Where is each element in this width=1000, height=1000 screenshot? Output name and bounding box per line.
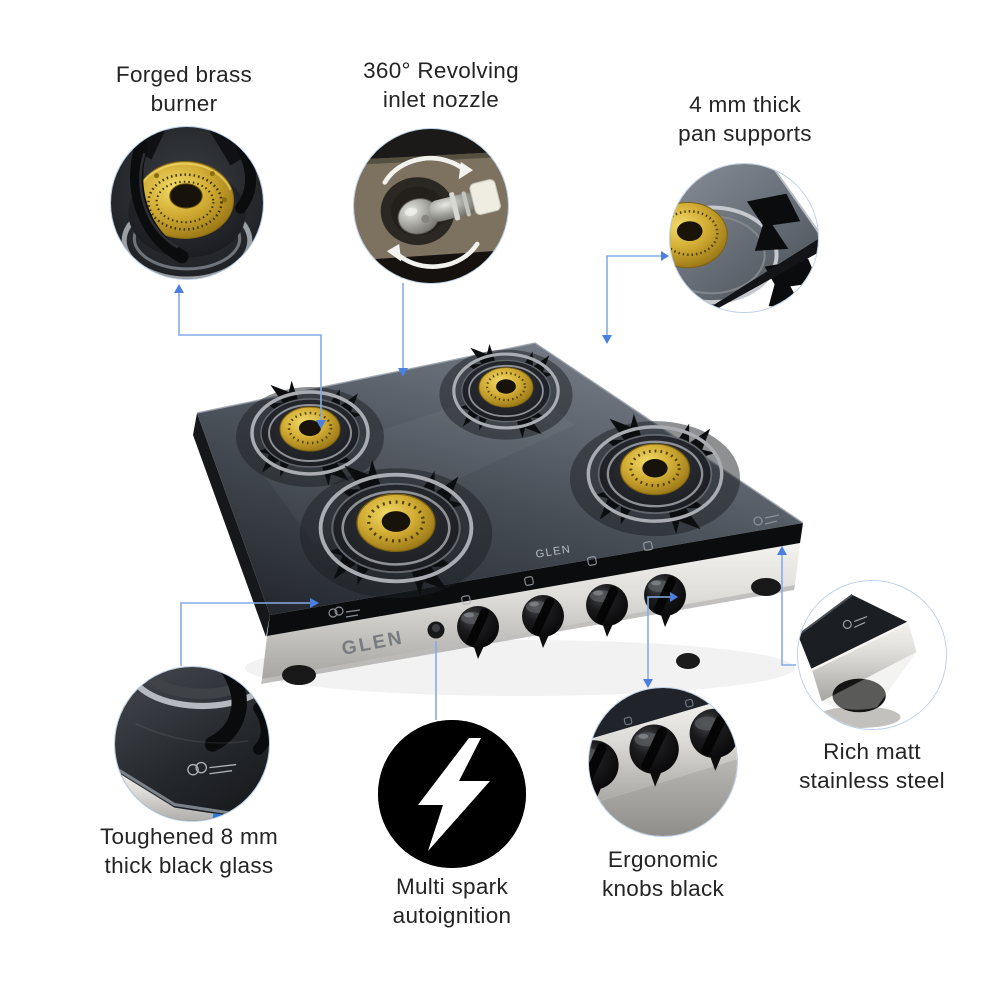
callout-lines	[174, 251, 796, 720]
callout-forged-brass-burner	[174, 284, 326, 429]
feature-label-line1: 360° Revolving	[363, 58, 519, 83]
feature-label-line2: thick black glass	[104, 853, 274, 878]
burner-back-right	[439, 336, 573, 446]
lightning-bolt-icon	[378, 720, 526, 868]
burner-front-left	[299, 448, 493, 608]
control-knob-1	[457, 606, 499, 659]
feature-label-line1: Ergonomic	[607, 847, 719, 872]
knob-photo-right	[689, 708, 737, 771]
knobs-photo	[589, 688, 737, 836]
feature-photo-toughened-glass	[114, 666, 270, 822]
inlet-nozzle-photo	[354, 129, 508, 283]
knob-photo-middle	[629, 724, 679, 787]
feature-label-line1: Forged brass	[115, 62, 253, 87]
control-knob-4	[644, 574, 686, 627]
glass-brand-mark-left	[328, 606, 361, 618]
burner-indicator-icons	[461, 541, 653, 605]
callout-inlet-nozzle	[398, 283, 408, 377]
feature-label-ergonomic-knobs: Ergonomic knobs black	[513, 845, 813, 903]
callout-ergonomic-knobs	[643, 592, 678, 688]
feature-label-multi-spark-autoignition: Multi spark autoignition	[302, 872, 602, 930]
ignition-badge	[378, 720, 526, 868]
feature-photo-pan-supports	[669, 163, 819, 313]
feature-label-stainless-steel: Rich matt stainless steel	[722, 737, 1000, 795]
feature-label-forged-brass-burner: Forged brass burner	[34, 60, 334, 118]
feature-label-line2: inlet nozzle	[382, 87, 500, 112]
feature-label-line1: 4 mm thick	[689, 92, 801, 117]
glass-safety-mark	[842, 615, 868, 629]
brand-logo-glass: GLEN	[535, 543, 572, 560]
stove-foot-right	[751, 578, 781, 596]
feature-photo-stainless-steel	[797, 580, 947, 730]
stainless-steel-photo	[798, 581, 946, 729]
rotation-arrows-icon	[382, 155, 480, 269]
feature-photo-forged-brass-burner	[110, 126, 264, 280]
gas-stove: GLEN GLEN	[193, 336, 804, 696]
control-knob-3	[586, 584, 628, 637]
feature-photo-ergonomic-knobs	[588, 687, 738, 837]
control-knob-2	[522, 595, 564, 648]
brass-burner-photo	[111, 127, 263, 279]
nozzle-body	[397, 179, 501, 235]
feature-label-line2: pan supports	[678, 121, 812, 146]
feature-label-line2: stainless steel	[799, 768, 945, 793]
callout-pan-supports	[602, 251, 669, 344]
toughened-glass-photo	[115, 667, 269, 821]
feature-label-pan-supports: 4 mm thick pan supports	[595, 90, 895, 148]
feature-photo-inlet-nozzle	[353, 128, 509, 284]
stove-glass-front-bevel	[267, 523, 803, 636]
stove-foot-front	[676, 653, 700, 669]
pan-supports-photo	[670, 164, 818, 312]
toughened-glass-logo-mark	[187, 761, 237, 776]
feature-label-line2: knobs black	[601, 876, 725, 901]
burner-front-right	[569, 404, 741, 544]
feature-label-line2: autoignition	[392, 903, 512, 928]
callout-stainless-steel	[777, 546, 796, 666]
callout-toughened-glass	[180, 598, 319, 666]
glass-safety-mark-right	[753, 514, 780, 526]
feature-label-line1: Toughened 8 mm	[99, 824, 279, 849]
burner-back-left	[236, 372, 384, 494]
stove-foot-left	[282, 665, 316, 685]
stove-left-edge	[193, 413, 270, 637]
feature-label-line1: Rich matt	[823, 739, 921, 764]
ignition-button	[427, 621, 445, 639]
feature-label-line2: burner	[150, 91, 218, 116]
feature-label-revolving-inlet-nozzle: 360° Revolving inlet nozzle	[291, 56, 591, 114]
feature-label-line1: Multi spark	[395, 874, 509, 899]
feature-label-toughened-glass: Toughened 8 mm thick black glass	[39, 822, 339, 880]
